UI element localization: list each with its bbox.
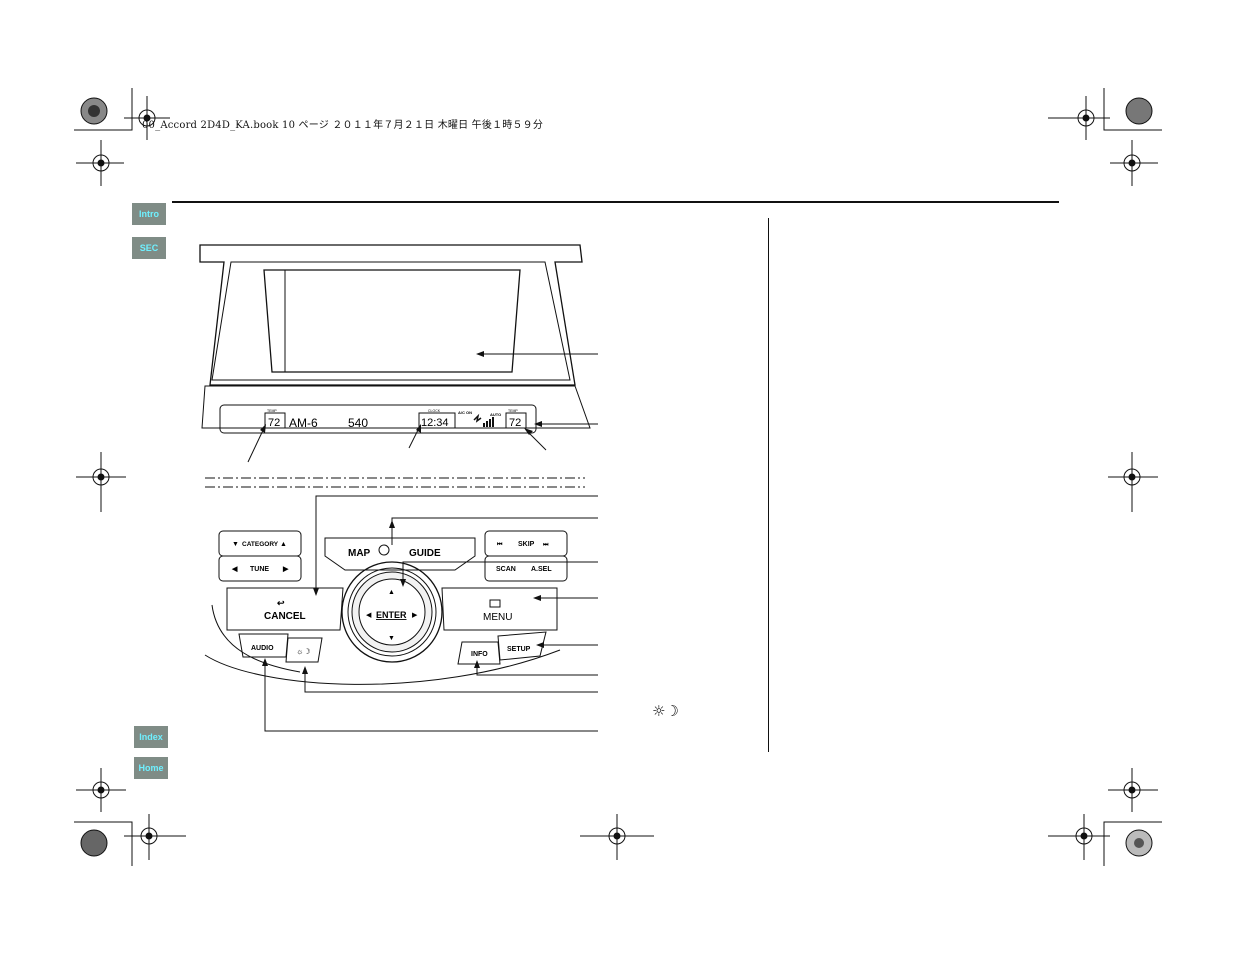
svg-text:▶: ▶ (282, 566, 289, 573)
navigation-panel-illustration: TEMP 72 AM-6 540 CLOCK 12:34 A/C ON AUTO… (199, 244, 598, 732)
band-readout: AM-6 (289, 416, 318, 430)
starburst-registration-mark (80, 829, 108, 857)
column-divider (768, 218, 769, 752)
target-crop-mark (1048, 814, 1110, 860)
setup-label: SETUP (507, 646, 531, 653)
target-crop-mark (1048, 96, 1110, 140)
brightness-icon: ☼☽ (296, 647, 311, 656)
header-rule (172, 201, 1059, 203)
skip-forward-icon: ⏭ (543, 542, 549, 548)
skip-back-icon: ⏮ (497, 542, 503, 548)
menu-icon (489, 599, 501, 608)
target-crop-mark (124, 96, 170, 140)
auto-label: AUTO (490, 412, 501, 417)
starburst-registration-mark (1125, 829, 1153, 857)
svg-text:◀: ◀ (231, 566, 238, 573)
brightness-legend-symbol: ☼☽ (652, 702, 679, 720)
target-crop-mark (76, 768, 126, 812)
target-crop-mark (1108, 452, 1158, 512)
skip-label: SKIP (518, 541, 535, 548)
target-crop-mark (1110, 140, 1158, 186)
down-arrow-icon: ▼ (388, 635, 395, 642)
category-label: CATEGORY (242, 541, 279, 548)
return-icon: ↩ (277, 598, 285, 608)
temp-left-readout: 72 (268, 417, 280, 429)
file-header-text: 00_Accord 2D4D_KA.book 10 ページ ２０１１年７月２１日… (142, 120, 544, 131)
svg-text:▲: ▲ (280, 541, 287, 548)
audio-label: AUDIO (251, 645, 274, 652)
starburst-registration-mark (80, 97, 108, 125)
scan-label: SCAN (496, 566, 516, 573)
left-arrow-icon: ◀ (366, 612, 372, 619)
clock-caption: CLOCK (428, 409, 441, 413)
target-crop-mark (124, 814, 186, 860)
voice-icon (378, 544, 390, 556)
target-crop-mark (76, 140, 124, 186)
tune-button (218, 555, 302, 582)
starburst-registration-mark (1125, 97, 1153, 125)
guide-label: GUIDE (409, 548, 441, 559)
frequency-readout: 540 (348, 416, 368, 430)
temp-right-readout: 72 (509, 417, 521, 429)
target-crop-mark (1108, 768, 1158, 812)
up-arrow-icon: ▲ (388, 589, 395, 596)
fan-level-icon (483, 417, 494, 427)
map-label: MAP (348, 548, 371, 559)
temp-caption-right: TEMP (508, 409, 518, 413)
info-label: INFO (471, 651, 488, 658)
tune-label: TUNE (250, 566, 269, 573)
screen (263, 269, 521, 373)
right-arrow-icon: ▶ (412, 612, 418, 619)
menu-label: MENU (483, 612, 512, 623)
target-crop-mark (580, 814, 654, 860)
svg-text:▼: ▼ (232, 541, 239, 548)
cancel-label: CANCEL (264, 611, 306, 622)
ac-label: A/C ON (458, 410, 472, 415)
asel-label: A.SEL (531, 566, 552, 573)
temp-caption-left: TEMP (267, 409, 277, 413)
clock-readout: 12:34 (421, 417, 449, 429)
target-crop-mark (76, 452, 126, 512)
enter-label: ENTER (376, 610, 407, 620)
